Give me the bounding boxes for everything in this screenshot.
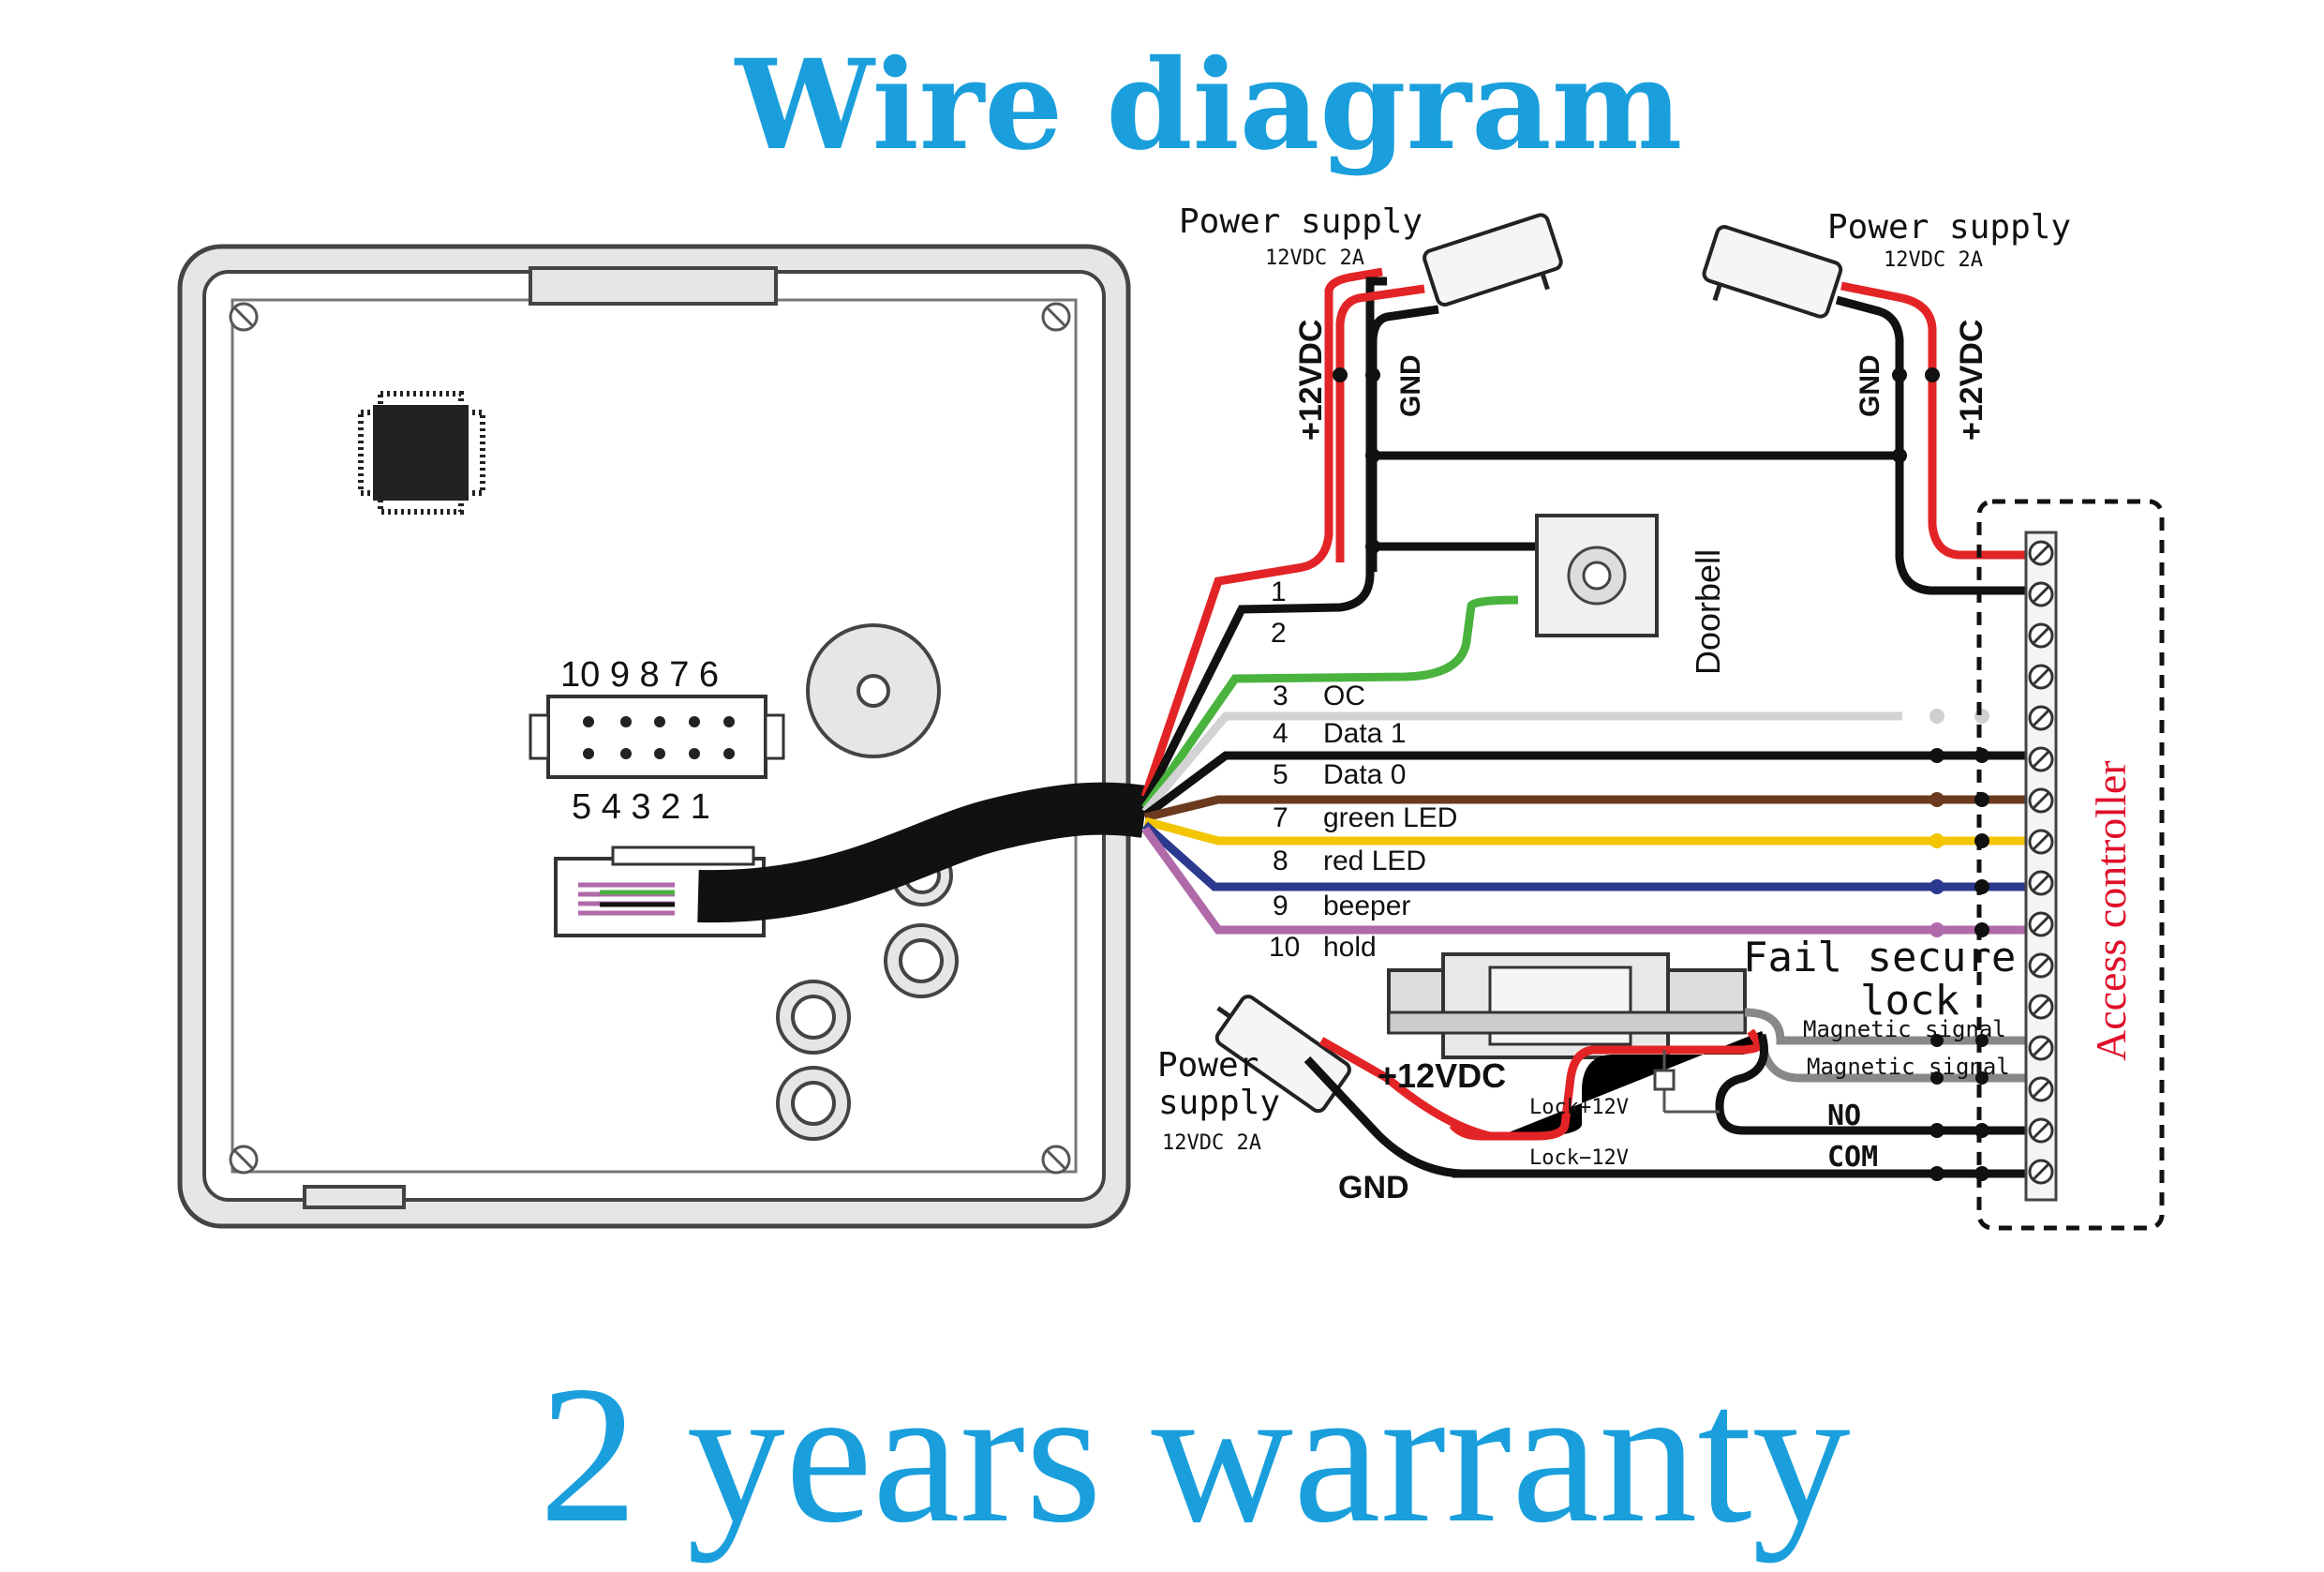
wire-labels: 1 2 3 OC 4 Data 1 5 Data 0 7 green LED 8… bbox=[1269, 576, 1457, 963]
connector-top-pins: 10 9 8 7 6 bbox=[560, 655, 719, 695]
svg-text:Magnetic signal: Magnetic signal bbox=[1807, 1054, 2010, 1080]
terminal-screw-icon bbox=[2028, 664, 2054, 690]
svg-text:GND: GND bbox=[1855, 354, 1885, 417]
svg-text:+12VDC: +12VDC bbox=[1293, 320, 1329, 441]
chip-icon bbox=[358, 391, 485, 515]
diode-icon bbox=[1653, 1050, 1720, 1114]
terminal-screw-icon bbox=[2028, 994, 2054, 1020]
svg-text:green LED: green LED bbox=[1323, 802, 1457, 833]
terminal-screw-icon bbox=[2028, 540, 2054, 566]
svg-text:GND: GND bbox=[1395, 354, 1426, 417]
svg-text:Data 0: Data 0 bbox=[1323, 759, 1406, 790]
svg-text:beeper: beeper bbox=[1323, 891, 1410, 921]
svg-text:Lock−12V: Lock−12V bbox=[1529, 1146, 1629, 1170]
power-supply-left: Power supply 12VDC 2A +12VDC GND bbox=[1179, 202, 1563, 572]
terminal-screw-icon bbox=[2028, 746, 2054, 772]
screw-icon bbox=[1041, 302, 1071, 332]
terminal-screw-icon bbox=[2028, 1076, 2054, 1102]
main-cable bbox=[697, 782, 1149, 923]
mount-hole-icon bbox=[884, 923, 959, 998]
access-controller-label: Access controller bbox=[2087, 760, 2135, 1061]
lock-label-1: Fail secure bbox=[1743, 934, 2016, 981]
page-title: Wire diagram bbox=[734, 33, 1683, 178]
terminal-screw-icon bbox=[2028, 581, 2054, 607]
terminal-screw-icon bbox=[2028, 952, 2054, 979]
terminal-screw-icon bbox=[2028, 1159, 2054, 1185]
svg-text:1: 1 bbox=[1271, 576, 1287, 607]
svg-text:Power: Power bbox=[1157, 1046, 1259, 1085]
connector-bottom-pins: 5 4 3 2 1 bbox=[572, 787, 710, 827]
svg-text:+12VDC: +12VDC bbox=[1954, 320, 1989, 441]
access-controller: Access controller bbox=[1976, 499, 2165, 1231]
svg-text:12VDC 2A: 12VDC 2A bbox=[1265, 247, 1364, 270]
buzzer-icon bbox=[806, 623, 941, 758]
mount-hole-icon bbox=[776, 980, 851, 1055]
pin-header bbox=[546, 695, 767, 779]
terminal-screw-icon bbox=[2028, 787, 2054, 814]
lock-label-2: lock bbox=[1860, 977, 1959, 1025]
power-supply-bottom: Power supply 12VDC 2A +12VDC GND bbox=[1157, 995, 1537, 1205]
svg-text:OC: OC bbox=[1323, 681, 1365, 711]
wire-bundle bbox=[1140, 267, 2050, 935]
terminal-screw-icon bbox=[2028, 870, 2054, 896]
fail-secure-lock bbox=[1387, 952, 1747, 1059]
svg-text:12VDC 2A: 12VDC 2A bbox=[1884, 248, 1983, 272]
svg-text:hold: hold bbox=[1323, 932, 1377, 963]
svg-text:Lock+12V: Lock+12V bbox=[1529, 1096, 1629, 1119]
svg-text:8: 8 bbox=[1273, 846, 1289, 876]
svg-text:Data 1: Data 1 bbox=[1323, 718, 1406, 749]
svg-text:10: 10 bbox=[1269, 932, 1300, 963]
terminal-screw-icon bbox=[2028, 622, 2054, 649]
svg-text:supply: supply bbox=[1158, 1084, 1280, 1122]
terminal-screw-icon bbox=[2028, 1035, 2054, 1061]
doorbell-button bbox=[1535, 514, 1659, 637]
svg-text:+12VDC: +12VDC bbox=[1378, 1056, 1506, 1095]
reader-back-panel: 10 9 8 7 6 5 4 3 2 1 bbox=[177, 244, 1149, 1229]
svg-text:9: 9 bbox=[1273, 891, 1289, 921]
svg-text:3: 3 bbox=[1273, 681, 1289, 711]
screw-icon bbox=[1041, 1145, 1071, 1175]
terminal-screw-icon bbox=[2028, 911, 2054, 937]
svg-text:2: 2 bbox=[1271, 618, 1287, 649]
terminal-screw-icon bbox=[2028, 829, 2054, 855]
warranty-banner: 2 years warranty bbox=[539, 1346, 1850, 1564]
svg-text:5: 5 bbox=[1273, 759, 1289, 790]
svg-text:12VDC 2A: 12VDC 2A bbox=[1162, 1131, 1261, 1155]
terminal-screw-icon bbox=[2028, 1117, 2054, 1144]
svg-text:4: 4 bbox=[1273, 718, 1289, 749]
svg-text:Power supply: Power supply bbox=[1179, 202, 1423, 241]
svg-text:Power supply: Power supply bbox=[1827, 208, 2071, 247]
svg-text:NO: NO bbox=[1827, 1100, 1861, 1132]
screw-icon bbox=[229, 302, 259, 332]
screw-icon bbox=[229, 1145, 259, 1175]
power-supply-right: Power supply 12VDC 2A GND +12VDC bbox=[1702, 208, 2071, 595]
svg-text:COM: COM bbox=[1827, 1141, 1878, 1174]
svg-text:7: 7 bbox=[1273, 802, 1289, 833]
doorbell-label: Doorbell bbox=[1689, 549, 1727, 675]
svg-text:red LED: red LED bbox=[1323, 846, 1426, 876]
terminal-screw-icon bbox=[2028, 705, 2054, 731]
svg-text:Magnetic signal: Magnetic signal bbox=[1803, 1016, 2006, 1042]
mount-hole-icon bbox=[776, 1066, 851, 1141]
svg-text:GND: GND bbox=[1338, 1170, 1409, 1205]
